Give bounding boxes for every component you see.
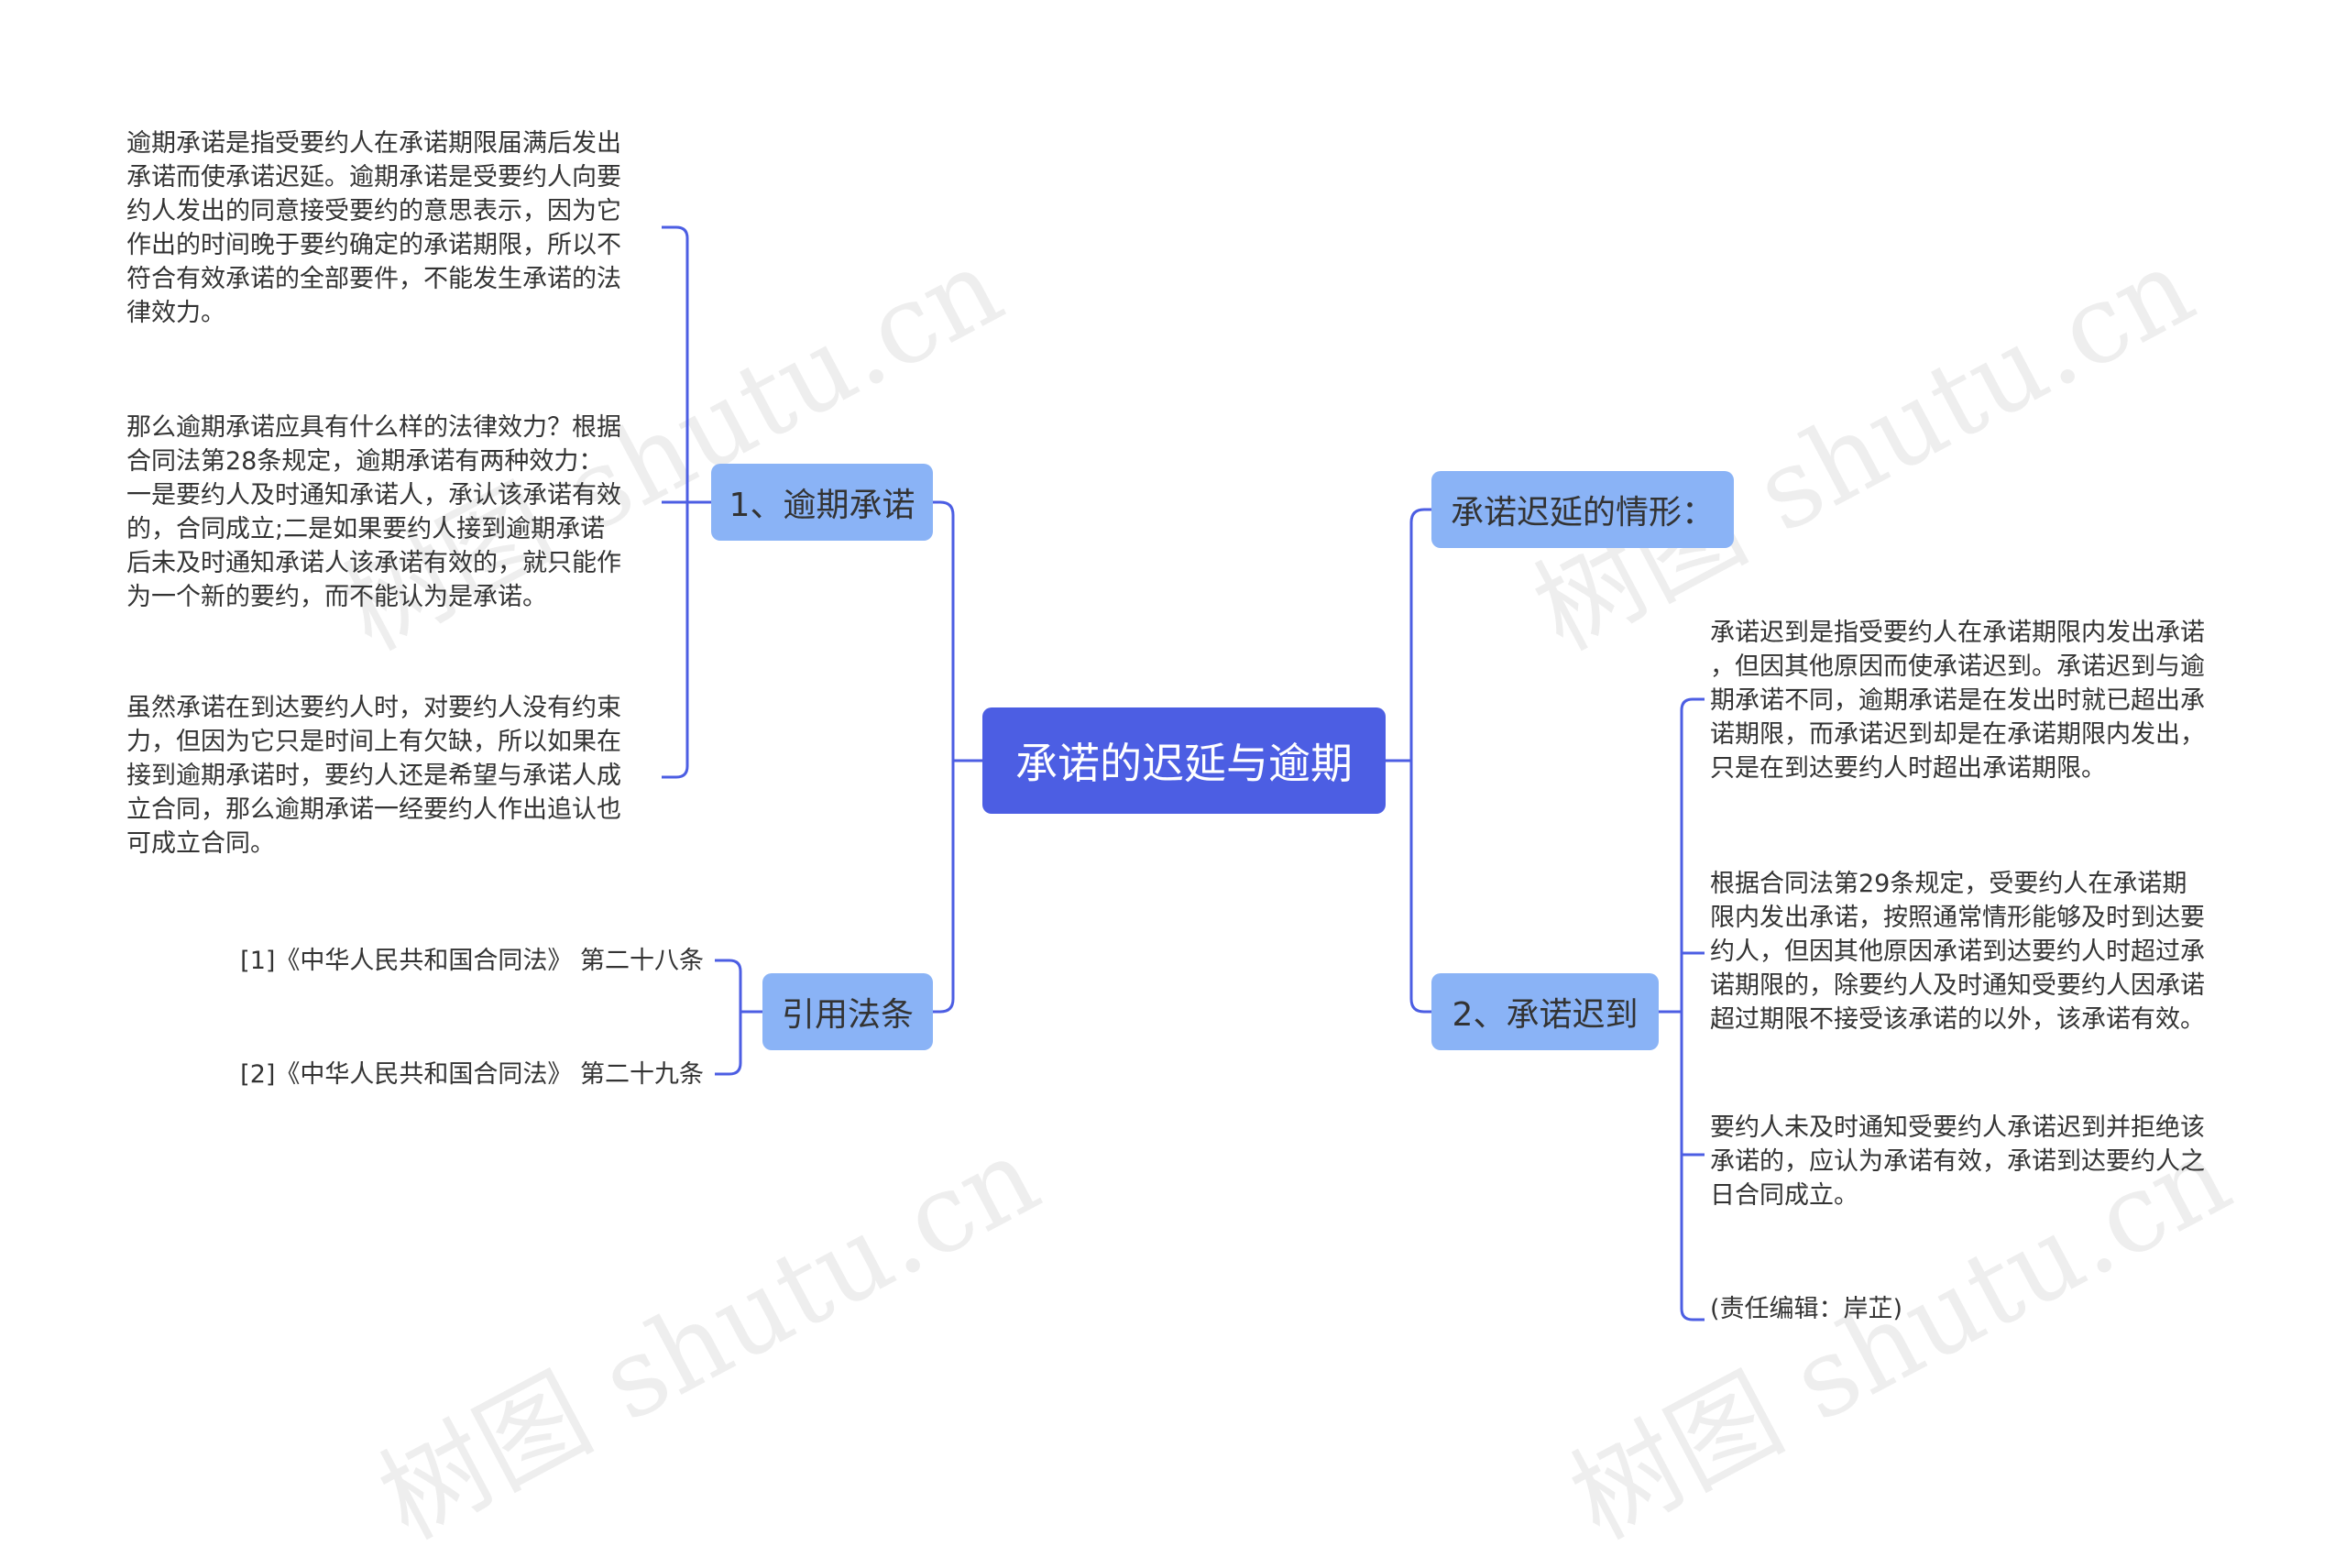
root-topic-label: 承诺的迟延与逾期 bbox=[1015, 739, 1353, 788]
leaf-late-contract-formed: 要约人未及时通知受要约人承诺迟到并拒绝该 承诺的，应认为承诺有效，承诺到达要约人… bbox=[1710, 1113, 2205, 1210]
leaf-citation-article-28: [1]《中华人民共和国合同法》 第二十八条 bbox=[240, 947, 704, 975]
branch-overdue-acceptance[interactable]: 1、逾期承诺 bbox=[711, 464, 933, 541]
leaf-citation-article-29: [2]《中华人民共和国合同法》 第二十九条 bbox=[240, 1060, 704, 1089]
branch-label: 2、承诺迟到 bbox=[1452, 996, 1639, 1034]
connector-lines bbox=[662, 225, 1705, 1321]
branch-late-arrival[interactable]: 2、承诺迟到 bbox=[1431, 973, 1659, 1050]
branch-label: 1、逾期承诺 bbox=[729, 487, 915, 524]
leaf-editor-credit: (责任编辑：岸芷) bbox=[1710, 1295, 1903, 1323]
branch-delay-cases[interactable]: 承诺迟延的情形： bbox=[1431, 471, 1734, 548]
branch-citations[interactable]: 引用法条 bbox=[762, 973, 933, 1050]
root-topic[interactable]: 承诺的迟延与逾期 bbox=[982, 707, 1386, 814]
leaf-overdue-effect: 那么逾期承诺应具有什么样的法律效力？根据 合同法第28条规定，逾期承诺有两种效力… bbox=[126, 413, 621, 611]
leaf-overdue-ratification: 虽然承诺在到达要约人时，对要约人没有约束 力，但因为它只是时间上有欠缺，所以如果… bbox=[126, 694, 621, 858]
leaf-overdue-definition: 逾期承诺是指受要约人在承诺期限届满后发出 承诺而使承诺迟延。逾期承诺是受要约人向… bbox=[126, 129, 621, 327]
branch-label: 承诺迟延的情形： bbox=[1450, 494, 1715, 532]
leaf-late-definition: 承诺迟到是指受要约人在承诺期限内发出承诺 ，但因其他原因而使承诺迟到。承诺迟到与… bbox=[1710, 619, 2205, 783]
branch-label: 引用法条 bbox=[781, 996, 914, 1034]
leaf-late-article-29: 根据合同法第29条规定，受要约人在承诺期 限内发出承诺，按照通常情形能够及时到达… bbox=[1710, 870, 2205, 1034]
